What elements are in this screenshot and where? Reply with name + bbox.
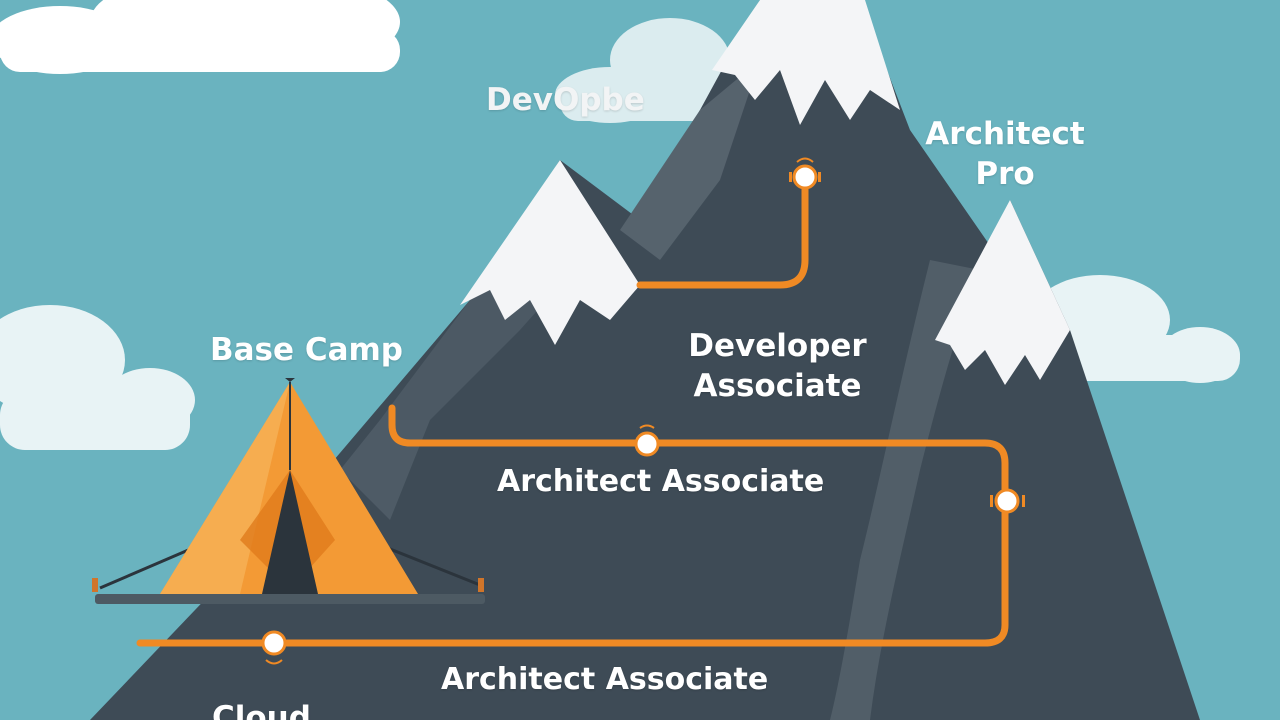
waypoint-icon [634,424,660,457]
snow-cap [712,0,900,125]
architect-pro-label: Architect Pro [915,114,1095,194]
cloud-icon [0,305,195,450]
architect-associate-upper-label: Architect Associate [497,464,825,499]
base-camp-label: Base Camp [210,332,403,368]
cloud-icon [555,18,730,123]
tent-icon [92,378,485,604]
mountain-shadow [830,260,980,720]
snow-cap [460,160,640,345]
developer-line2: Associate [693,368,862,404]
developer-associate-label: Developer Associate [670,326,885,406]
architect-pro-line2: Pro [975,156,1035,192]
developer-line1: Developer [688,328,867,364]
architect-associate-lower-label: Architect Associate [441,662,769,697]
snow-cap [935,200,1070,385]
trail-path [136,176,1009,647]
cloud-label: Cloud [212,700,311,720]
mountain-shadow [620,60,760,260]
waypoint-icon [990,488,1025,514]
cloud-icon [1030,275,1240,383]
waypoint-icon [261,630,287,665]
waypoint-icon [789,157,821,190]
cloud-icon [0,0,400,74]
architect-pro-line1: Architect [925,116,1085,152]
devops-label: DevOpbe [486,82,645,118]
